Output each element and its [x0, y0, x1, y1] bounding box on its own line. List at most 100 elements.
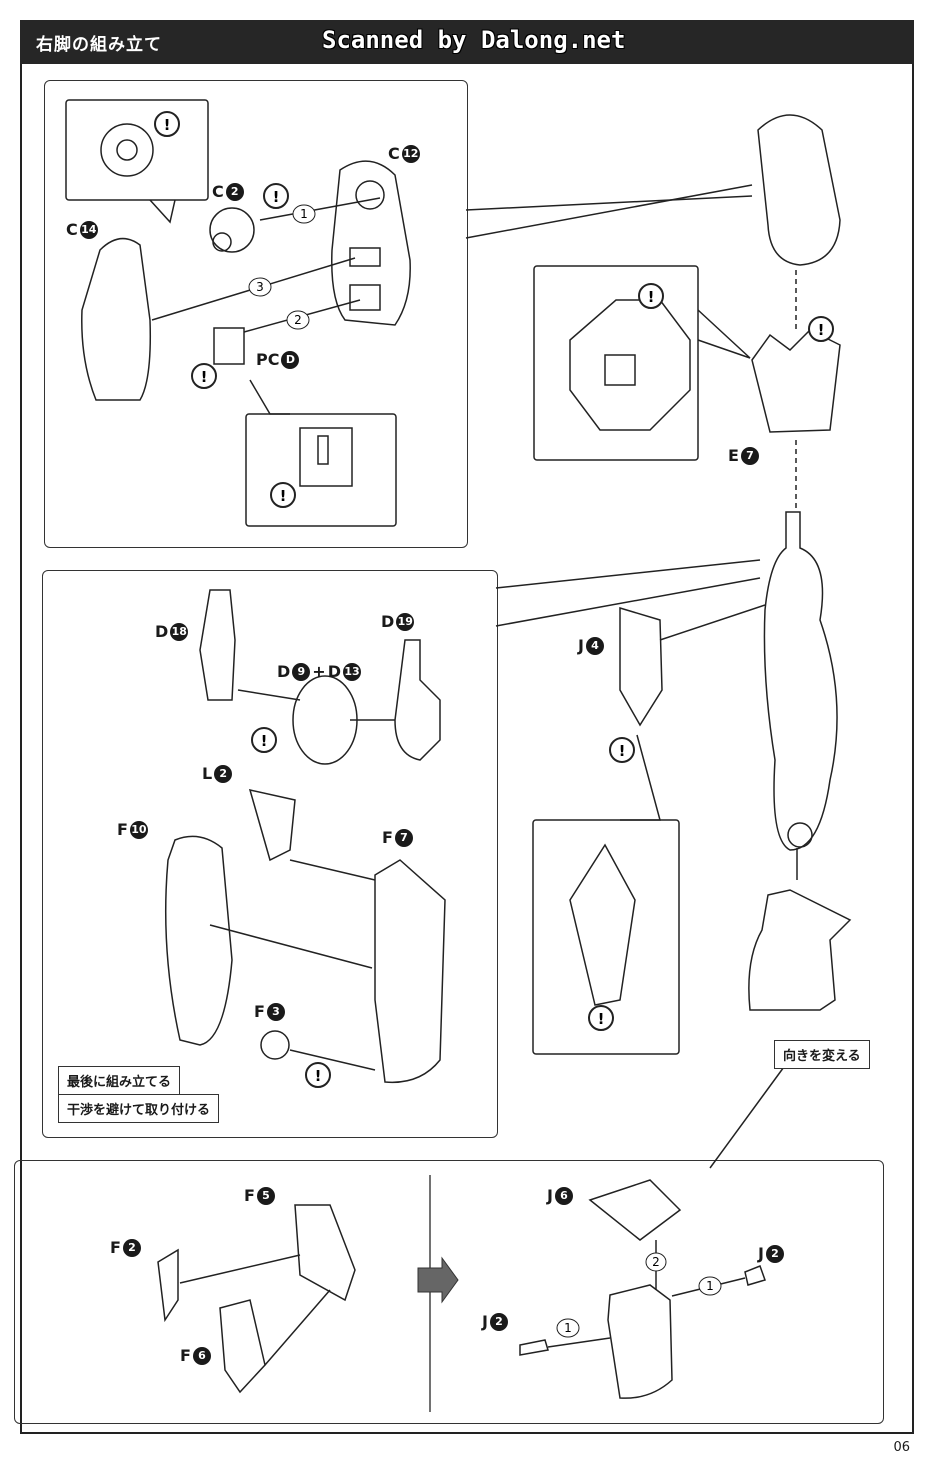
- panel-upper-leg-cover: [44, 80, 468, 548]
- part-knee-armor: [757, 114, 841, 266]
- e7-detail-top: [569, 299, 691, 431]
- step-2-upper: 2: [286, 310, 310, 330]
- part-f5-ankle: [294, 1204, 356, 1302]
- part-c14-shell: [81, 237, 152, 401]
- step-1-foot-left: 1: [556, 1318, 580, 1338]
- part-f6-foot: [219, 1299, 266, 1394]
- part-j6-spur: [588, 1179, 682, 1241]
- part-c2-ball: [209, 207, 255, 253]
- detail-bubble-e7: [533, 265, 699, 461]
- svg-text:1: 1: [706, 1279, 714, 1293]
- pcd-detail-face: [299, 427, 353, 487]
- warning-icon: !: [191, 363, 217, 389]
- svg-text:!: !: [648, 288, 655, 306]
- warning-icon: !: [305, 1062, 331, 1088]
- note-change-direction: 向きを変える: [774, 1040, 870, 1069]
- part-e7-collar: [751, 329, 841, 433]
- warning-icon: !: [588, 1005, 614, 1031]
- warning-icon: !: [270, 482, 296, 508]
- next-step-arrow-icon: [417, 1256, 459, 1304]
- c2-detail-hole: [116, 139, 138, 161]
- part-l2: [248, 788, 296, 862]
- pcd-detail-slot: [317, 435, 329, 465]
- page-number: 06: [893, 1440, 910, 1455]
- lower-leg-ball-joint: [787, 822, 813, 848]
- svg-text:2: 2: [294, 313, 302, 327]
- scan-watermark: Scanned by Dalong.net: [322, 26, 626, 54]
- e7-detail-key: [604, 354, 636, 386]
- detail-bubble-j4-pointer: [620, 734, 661, 821]
- detail-bubble-pointer: [149, 199, 176, 224]
- svg-text:1: 1: [564, 1321, 572, 1335]
- warning-icon: !: [251, 727, 277, 753]
- warning-icon: !: [263, 183, 289, 209]
- svg-text:!: !: [164, 116, 171, 134]
- svg-text:!: !: [315, 1067, 322, 1085]
- detail-bubble-pcd-pointer: [249, 379, 290, 415]
- part-c12-peg: [349, 284, 381, 311]
- part-boot: [748, 889, 852, 1011]
- step-1-foot-right: 1: [698, 1276, 722, 1296]
- part-d9-d13-cap: [292, 675, 358, 765]
- detail-bubble-c2: [65, 99, 209, 201]
- warning-icon: !: [154, 111, 180, 137]
- svg-text:!: !: [273, 188, 280, 206]
- svg-text:!: !: [619, 742, 626, 760]
- part-j2-left-spike: [519, 1339, 549, 1356]
- c2-detail-part: [100, 123, 154, 177]
- part-foot-assembly: [607, 1284, 673, 1399]
- part-d18: [199, 589, 236, 701]
- part-d19: [394, 639, 441, 761]
- detail-bubble-pcd: [245, 413, 397, 527]
- warning-icon: !: [808, 316, 834, 342]
- svg-text:3: 3: [256, 280, 264, 294]
- j4-detail-part: [569, 843, 636, 1006]
- part-pc-d: [213, 327, 245, 365]
- part-f2-toe: [157, 1248, 179, 1323]
- note-assemble-last: 最後に組み立てる: [58, 1066, 181, 1094]
- svg-text:2: 2: [652, 1255, 660, 1269]
- svg-text:1: 1: [300, 207, 308, 221]
- warning-icon: !: [609, 737, 635, 763]
- section-title: 右脚の組み立て: [36, 35, 162, 55]
- detail-bubble-e7-pointer: [697, 309, 751, 359]
- svg-text:!: !: [280, 487, 287, 505]
- part-c12-slot: [349, 247, 381, 267]
- step-3-upper: 3: [248, 277, 272, 297]
- header-bar: [20, 20, 914, 64]
- svg-text:!: !: [201, 368, 208, 386]
- part-lower-leg: [763, 511, 838, 851]
- svg-text:!: !: [261, 732, 268, 750]
- part-c12-socket: [355, 180, 385, 210]
- part-j2-right-spike: [744, 1265, 766, 1286]
- warning-icon: !: [638, 283, 664, 309]
- part-j4-plate: [619, 606, 663, 727]
- panel-knee-parts: [42, 570, 498, 1138]
- note-avoid-interference: 干渉を避けて取り付ける: [58, 1094, 220, 1123]
- part-f3-joint: [260, 1030, 290, 1060]
- part-c12-frame: [331, 160, 411, 326]
- step-1-upper: 1: [292, 204, 316, 224]
- step-2-foot: 2: [645, 1252, 667, 1272]
- part-f10-frame: [164, 835, 233, 1046]
